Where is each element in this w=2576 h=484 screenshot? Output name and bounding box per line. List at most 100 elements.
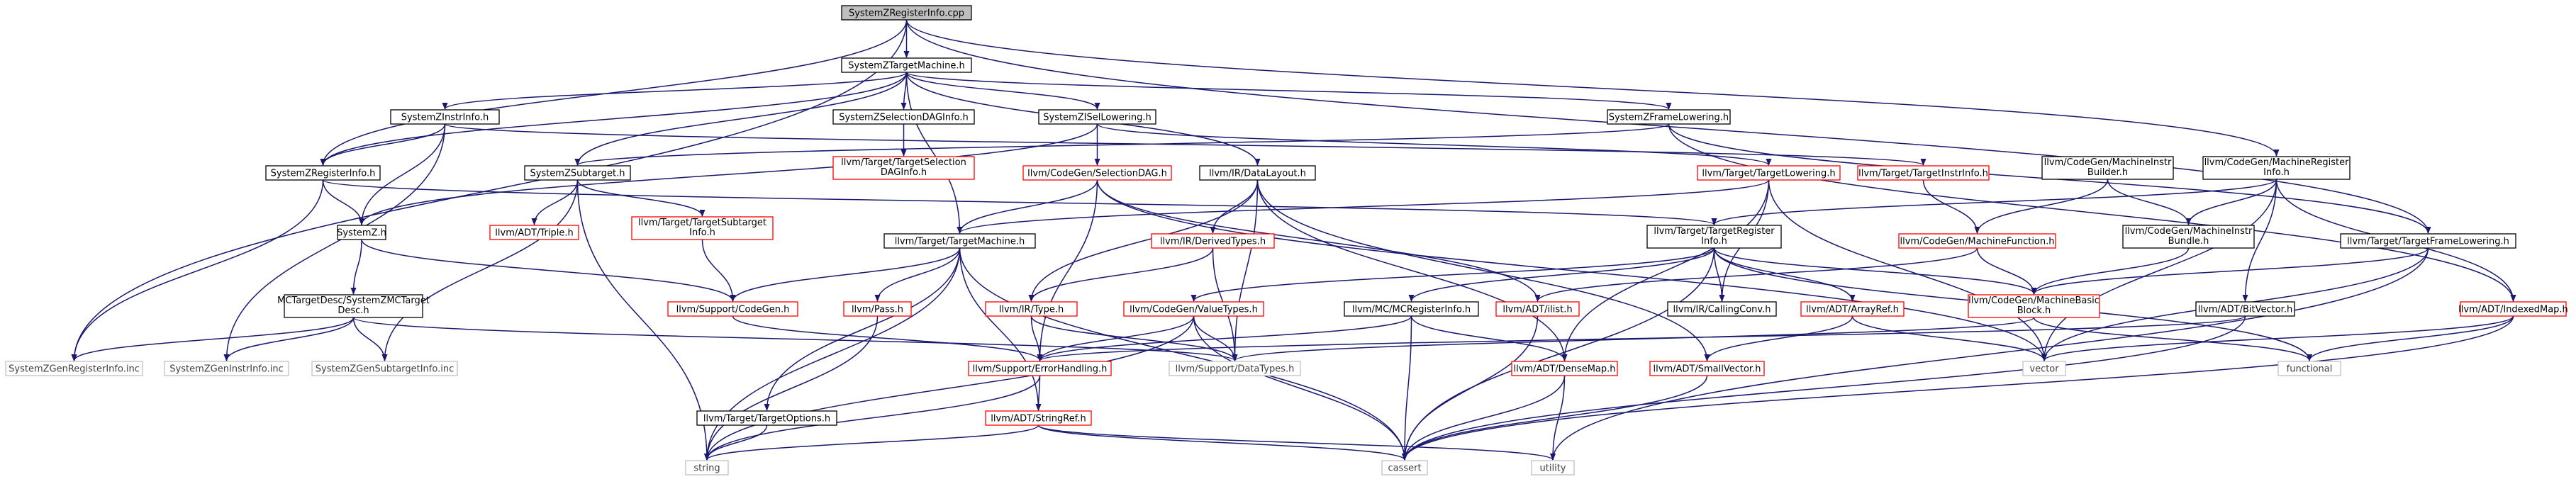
edge-machinefunction-to-mbb — [1976, 247, 2037, 295]
node-target-options[interactable]: llvm/Target/TargetOptions.h — [696, 410, 837, 426]
node-smallvector[interactable]: llvm/ADT/SmallVector.h — [1649, 361, 1765, 376]
node-registerinfo-h[interactable]: SystemZRegisterInfo.h — [265, 165, 381, 181]
node-targetmachine[interactable]: SystemZTargetMachine.h — [841, 57, 972, 73]
edge-target_lowering-to-target_machine — [957, 179, 1770, 234]
edge-mctarget-to-gen_reginfo — [71, 317, 355, 361]
node-indexedmap[interactable]: llvm/ADT/IndexedMap.h — [2458, 301, 2568, 317]
node-utility: utility — [1531, 460, 1575, 475]
edge-mbb-to-functional — [2033, 317, 2312, 361]
edge-ir_derivedtypes-to-ir_type — [1028, 247, 1214, 302]
node-systemz-h[interactable]: SystemZ.h — [337, 225, 386, 240]
edge-llvm_pass-to-string — [704, 315, 879, 461]
edge-bitvector-to-errorhandling — [1037, 315, 2246, 361]
node-label: llvm/ADT/IndexedMap.h — [2458, 305, 2568, 315]
node-label: llvm/Support/ErrorHandling.h — [973, 364, 1108, 375]
node-label: Bundle.h — [2168, 236, 2209, 247]
edge-ilist-to-cassert — [1402, 315, 1539, 461]
node-label: SystemZ.h — [337, 228, 386, 239]
edge-targetmachine-to-isellowering — [905, 72, 1100, 110]
node-label: llvm/CodeGen/ValueTypes.h — [1130, 305, 1258, 315]
node-label: llvm/Target/TargetOptions.h — [703, 414, 830, 424]
edge-target_register-to-callingconv — [1713, 247, 1725, 302]
node-densemap[interactable]: llvm/ADT/DenseMap.h — [1511, 361, 1618, 376]
edge-framelowering-to-indexedmap — [1668, 123, 2516, 302]
node-support-codegen[interactable]: llvm/Support/CodeGen.h — [667, 301, 798, 317]
edge-codegen_sdag-to-errorhandling — [1037, 179, 1098, 361]
node-label: llvm/Support/DataTypes.h — [1176, 364, 1295, 375]
edge-mctarget-to-datatypes — [352, 317, 1238, 361]
edge-mri-to-bitvector — [2242, 179, 2277, 302]
node-string: string — [685, 460, 729, 475]
node-errorhandling[interactable]: llvm/Support/ErrorHandling.h — [968, 361, 1112, 376]
node-label: vector — [2029, 364, 2059, 375]
edge-mcreginfo-to-errorhandling — [1037, 315, 1412, 361]
node-callingconv[interactable]: llvm/IR/CallingConv.h — [1667, 301, 1777, 317]
node-label: llvm/Target/TargetFrameLowering.h — [2347, 237, 2509, 247]
node-root[interactable]: SystemZRegisterInfo.cpp — [841, 5, 972, 21]
edge-instrinfo-to-gen_instrinfo — [223, 123, 446, 361]
node-seldaginfo[interactable]: SystemZSelectionDAGInfo.h — [832, 109, 975, 125]
node-ilist[interactable]: llvm/ADT/ilist.h — [1495, 301, 1580, 317]
node-subtarget[interactable]: SystemZSubtarget.h — [524, 165, 631, 181]
edge-root-to-target_framelowering — [905, 19, 2431, 234]
edge-codegen_sdag-to-ilist — [1096, 179, 1541, 302]
node-label: llvm/Target/TargetSubtarget — [638, 218, 766, 228]
node-label: Desc.h — [338, 305, 369, 316]
node-gen-instrinfo: SystemZGenInstrInfo.inc — [164, 361, 289, 376]
node-arrayref[interactable]: llvm/ADT/ArrayRef.h — [1800, 301, 1905, 317]
node-target-machine[interactable]: llvm/Target/TargetMachine.h — [883, 233, 1036, 249]
node-label: llvm/ADT/BitVector.h — [2198, 305, 2292, 315]
node-llvm-pass[interactable]: llvm/Pass.h — [843, 301, 912, 317]
edge-mcreginfo-to-densemap — [1410, 315, 1568, 361]
node-stringref[interactable]: llvm/ADT/StringRef.h — [985, 410, 1092, 426]
node-ir-datalayout[interactable]: llvm/IR/DataLayout.h — [1199, 165, 1316, 181]
edge-target_lowering-to-vector — [1768, 179, 2047, 361]
node-target-framelowering[interactable]: llvm/Target/TargetFrameLowering.h — [2340, 233, 2516, 249]
node-gen-reginfo: SystemZGenRegisterInfo.inc — [5, 361, 143, 376]
edge-mi_bundle-to-mbb — [2031, 247, 2190, 295]
node-codegen-sdag[interactable]: llvm/CodeGen/SelectionDAG.h — [1022, 165, 1172, 181]
node-label: SystemZFrameLowering.h — [1609, 113, 1729, 123]
node-label: llvm/ADT/DenseMap.h — [1513, 364, 1615, 375]
node-label: SystemZGenRegisterInfo.inc — [9, 364, 140, 375]
node-ir-derivedtypes[interactable]: llvm/IR/DerivedTypes.h — [1151, 233, 1275, 249]
node-framelowering[interactable]: SystemZFrameLowering.h — [1607, 109, 1731, 125]
edge-stringref-to-cassert — [1037, 424, 1407, 461]
edge-indexedmap-to-cassert — [1402, 315, 2514, 461]
edge-mbb-to-datatypes — [1232, 317, 2035, 361]
node-label: llvm/CodeGen/MachineBasic — [1968, 296, 2100, 306]
node-label: llvm/ADT/ArrayRef.h — [1806, 305, 1899, 315]
node-bitvector[interactable]: llvm/ADT/BitVector.h — [2195, 301, 2295, 317]
node-target-lowering[interactable]: llvm/Target/TargetLowering.h — [1697, 165, 1841, 181]
edge-targetmachine-to-target_machine — [905, 72, 963, 234]
edge-systemz_h-to-support_codegen — [361, 239, 736, 302]
node-label: llvm/Target/TargetInstrInfo.h — [1858, 169, 1988, 179]
node-label: llvm/Target/TargetMachine.h — [895, 237, 1025, 247]
node-instrinfo[interactable]: SystemZInstrInfo.h — [390, 109, 500, 125]
node-target-instrinfo[interactable]: llvm/Target/TargetInstrInfo.h — [1857, 165, 1990, 181]
edge-indexedmap-to-functional — [2307, 315, 2514, 361]
edge-root-to-mri — [905, 19, 2280, 157]
node-adt-triple[interactable]: llvm/ADT/Triple.h — [489, 225, 579, 240]
node-label: DAGInfo.h — [881, 167, 927, 178]
edge-subtarget-to-gen_subtarget — [381, 179, 579, 361]
node-machinefunction[interactable]: llvm/CodeGen/MachineFunction.h — [1898, 233, 2056, 249]
node-label: SystemZInstrInfo.h — [401, 113, 489, 123]
edge-mcreginfo-to-cassert — [1402, 315, 1412, 461]
node-ir-type[interactable]: llvm/IR/Type.h — [985, 301, 1078, 317]
edge-target_framelowering-to-utility — [1550, 247, 2429, 461]
node-isellowering[interactable]: SystemZISelLowering.h — [1038, 109, 1156, 125]
node-valuetypes[interactable]: llvm/CodeGen/ValueTypes.h — [1123, 301, 1264, 317]
node-label: llvm/IR/Type.h — [999, 305, 1064, 315]
edge-target_register-to-mbb — [1713, 247, 2037, 295]
node-mcreginfo[interactable]: llvm/MC/MCRegisterInfo.h — [1344, 301, 1479, 317]
edge-target_lowering-to-densemap — [1561, 179, 1770, 361]
